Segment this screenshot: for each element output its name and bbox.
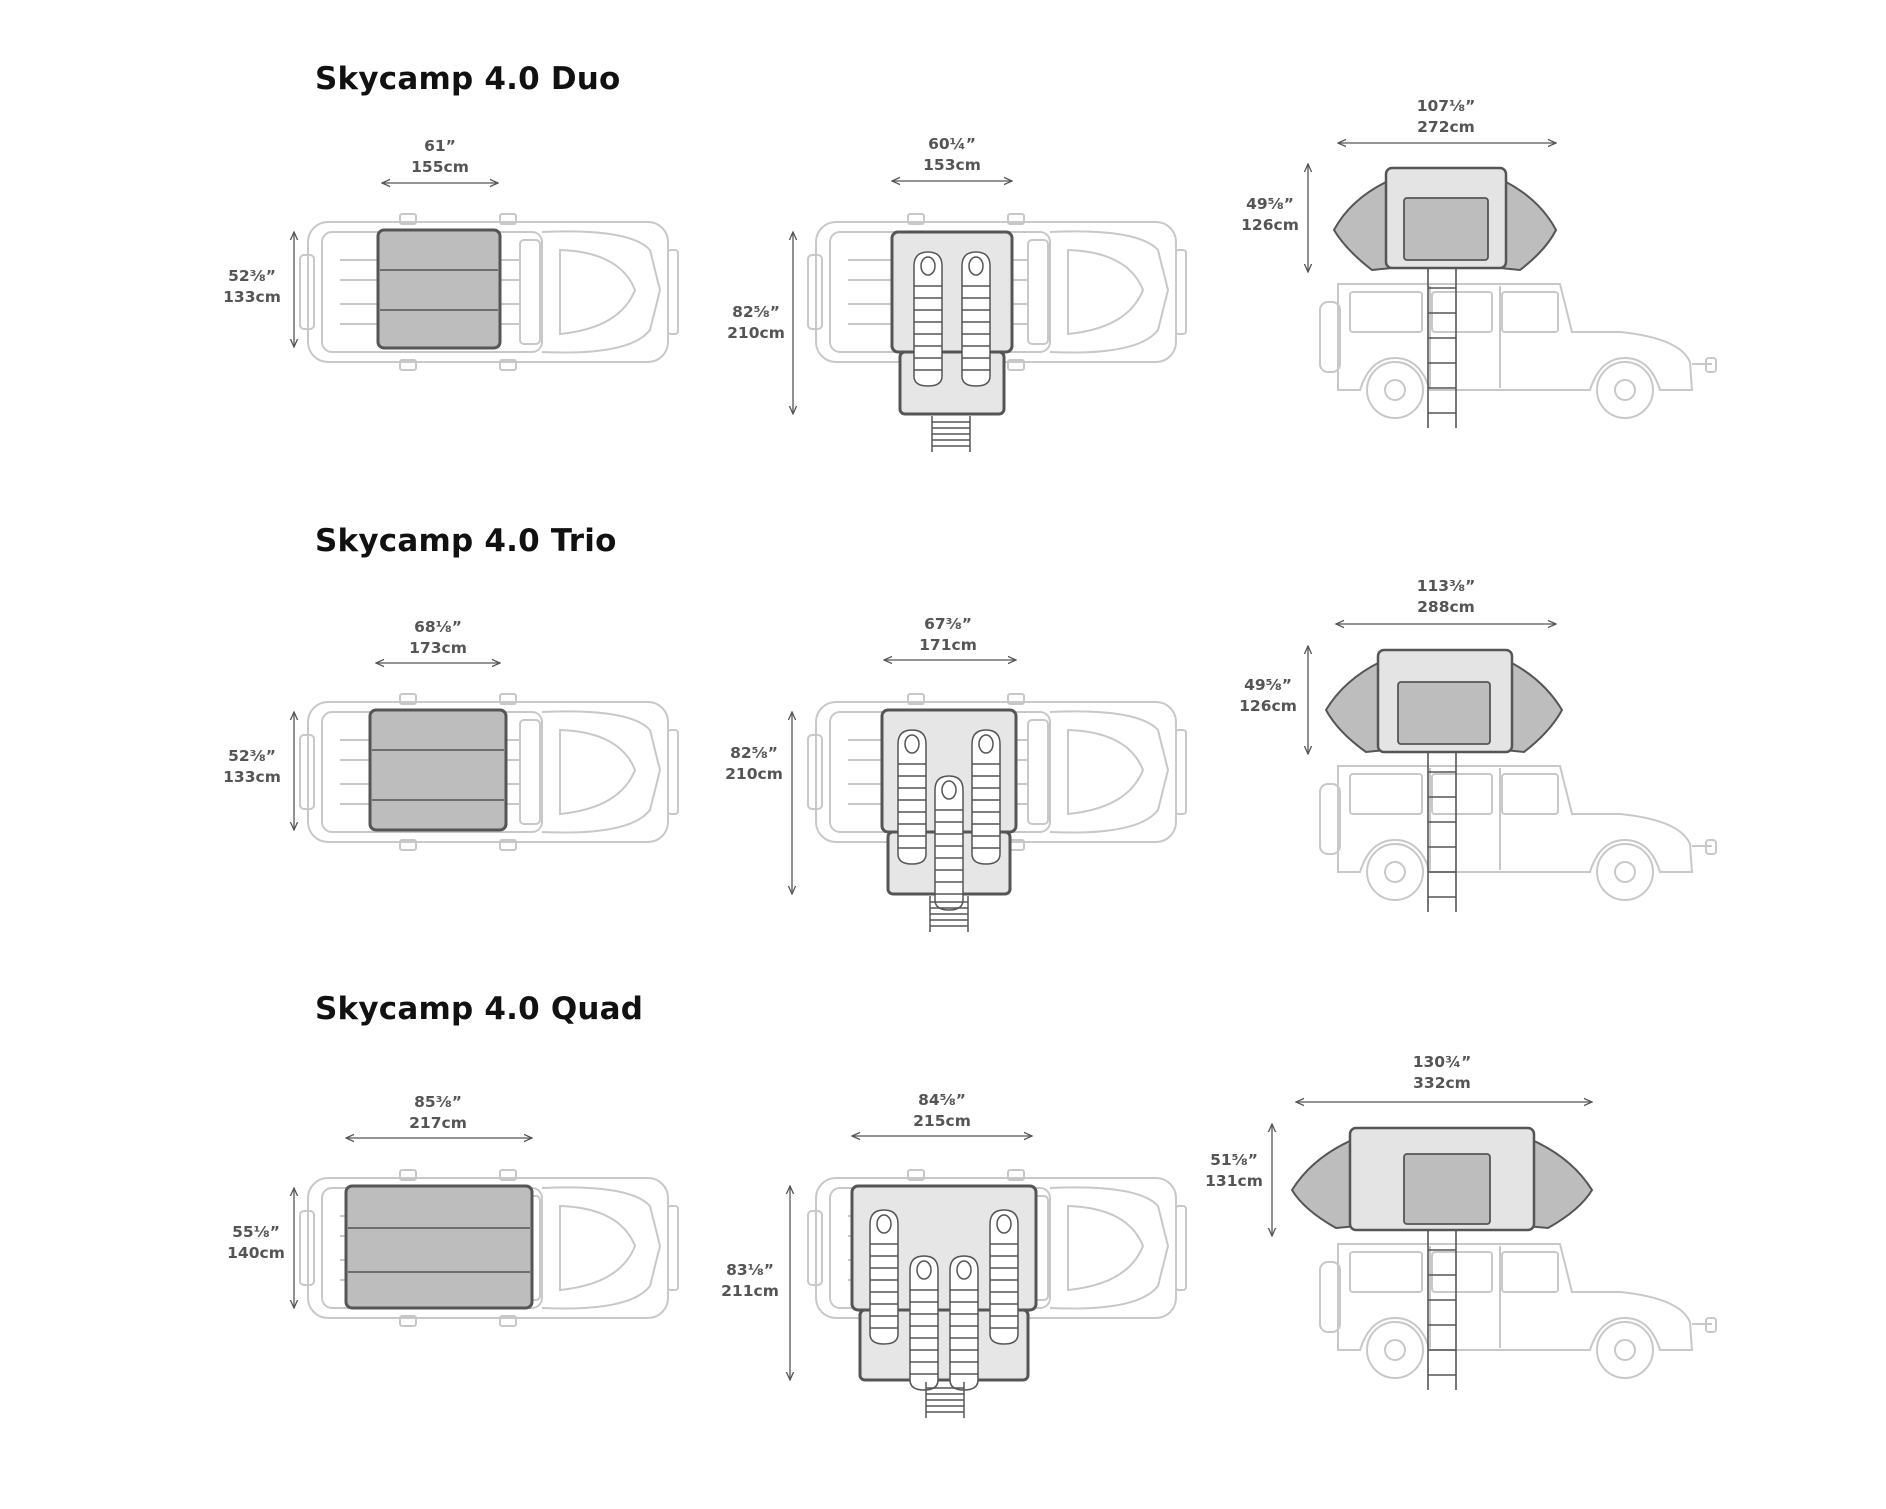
duo-side-length-label: 107⅛”272cm	[1416, 97, 1476, 136]
trio-open-length-label: 82⅝”210cm	[725, 744, 783, 783]
quad-side-height-label: 51⅝”131cm	[1205, 1151, 1263, 1190]
trio-side-height-label: 49⅝”126cm	[1239, 676, 1297, 715]
duo-open-view	[793, 181, 1187, 453]
trio-side-view	[1308, 624, 1717, 913]
quad-side-length-label: 130¾”332cm	[1412, 1053, 1472, 1092]
section-title-trio: Skycamp 4.0 Trio	[315, 523, 617, 559]
trio-closed-width-label: 68⅛”173cm	[409, 618, 467, 657]
quad-closed-view	[294, 1138, 679, 1327]
quad-open-width-label: 84⅝”215cm	[913, 1091, 971, 1130]
duo-closed-width-label: 61”155cm	[411, 137, 469, 176]
duo-side-view	[1308, 143, 1717, 429]
duo-closed-view	[294, 183, 679, 371]
duo-open-length-label: 82⅝”210cm	[727, 303, 785, 342]
quad-closed-width-label: 85⅜”217cm	[409, 1093, 467, 1132]
duo-closed-depth-label: 52⅜”133cm	[223, 267, 281, 306]
section-title-duo: Skycamp 4.0 Duo	[315, 61, 621, 97]
duo-open-width-label: 60¼”153cm	[923, 135, 981, 174]
quad-open-view	[790, 1136, 1187, 1419]
quad-open-length-label: 83⅛”211cm	[721, 1261, 779, 1300]
trio-side-length-label: 113⅜”288cm	[1416, 577, 1476, 616]
trio-closed-depth-label: 52⅜”133cm	[223, 747, 281, 786]
trio-open-view	[792, 660, 1187, 933]
quad-side-view	[1272, 1102, 1717, 1391]
quad-closed-depth-label: 55⅛”140cm	[227, 1223, 285, 1262]
trio-closed-view	[294, 663, 679, 851]
closed-tent-shell	[376, 228, 502, 350]
trio-open-width-label: 67⅜”171cm	[919, 615, 977, 654]
duo-side-height-label: 49⅝”126cm	[1241, 195, 1299, 234]
section-title-quad: Skycamp 4.0 Quad	[315, 991, 644, 1027]
